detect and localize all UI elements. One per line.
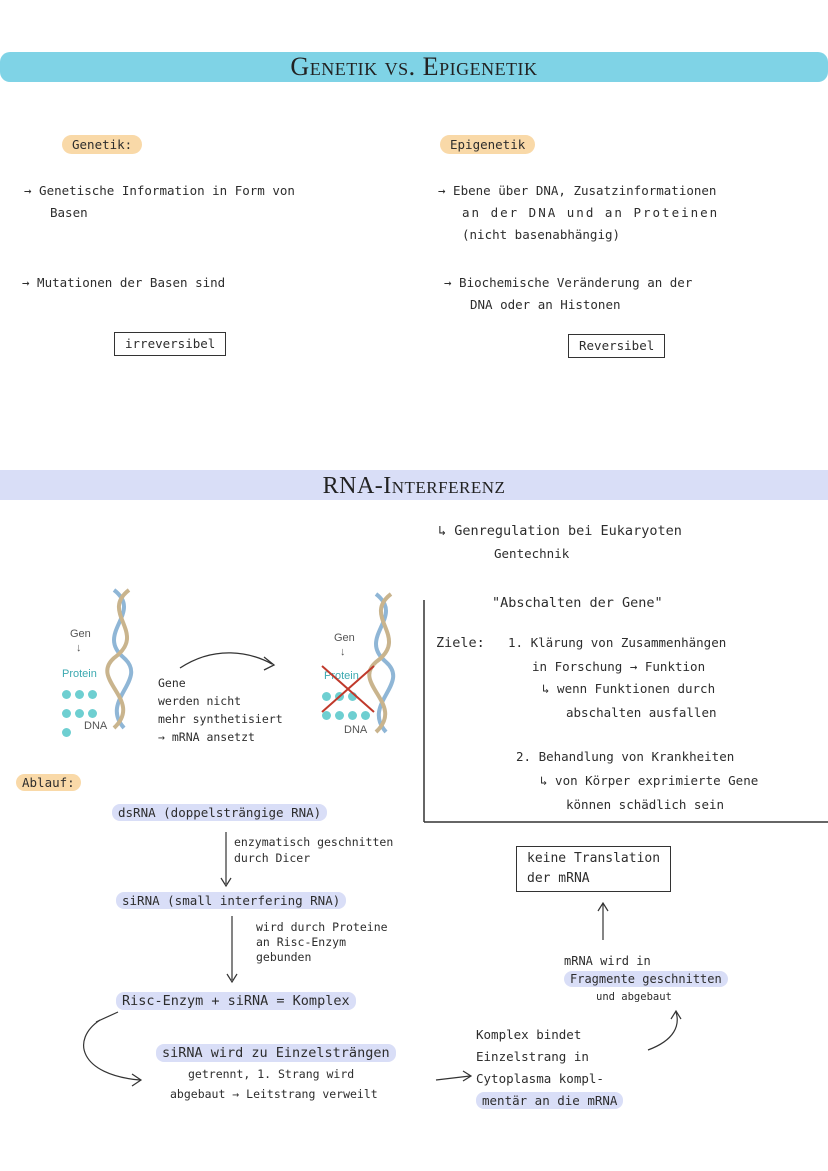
- arrow-down-icon: ↓: [76, 642, 82, 654]
- ziel2-line-c: können schädlich sein: [566, 797, 725, 812]
- step2-note-c: gebunden: [256, 950, 312, 964]
- step-komplex: Risc-Enzym + siRNA = Komplex: [116, 990, 356, 1012]
- step1-note-a: enzymatisch geschnitten: [234, 835, 394, 849]
- step1-note: enzymatisch geschnitten durch Dicer: [234, 834, 393, 866]
- result-box-b: der mRNA: [527, 871, 590, 886]
- step5-line-b: Einzelstrang in: [476, 1049, 589, 1064]
- quote-abschalten: "Abschalten der Gene": [492, 595, 663, 611]
- step5-line-a: Komplex bindet: [476, 1027, 582, 1042]
- ziel2-line-b: ↳ von Körper exprimierte Gene: [540, 773, 759, 788]
- dna-label-1: DNA: [84, 720, 108, 732]
- genetik-line1b: Basen: [50, 205, 88, 220]
- arrow-down-icon: ↓: [340, 646, 346, 658]
- figure-note-c: mehr synthetisiert: [158, 712, 283, 726]
- step4-line-c: abgebaut → Leitstrang verweilt: [170, 1087, 378, 1101]
- step-komplex-bindet: Komplex bindet Einzelstrang in Cytoplasm…: [476, 1024, 624, 1112]
- step2-note-a: wird durch Proteine: [256, 920, 388, 934]
- section-banner-rnai: [0, 470, 828, 500]
- intro-line-a: ↳ Genregulation bei Eukaryoten: [438, 523, 682, 539]
- step-einzelstraenge: siRNA wird zu Einzelsträngen: [156, 1042, 396, 1064]
- protein-dots-1: [60, 684, 110, 741]
- figure-note-d: → mRNA ansetzt: [158, 730, 255, 744]
- section-banner-genetik: [0, 52, 828, 82]
- irreversibel-box: irreversibel: [114, 332, 227, 356]
- ablauf-label: Ablauf:: [16, 772, 81, 794]
- ziel1-line-c: ↳ wenn Funktionen durch: [542, 681, 716, 696]
- protein-label-2: Protein: [324, 670, 359, 682]
- epigenetik-line2b: DNA oder an Histonen: [470, 297, 621, 312]
- step-sirna: siRNA (small interfering RNA): [116, 890, 347, 912]
- cross-icon: [321, 665, 375, 713]
- intro-line-b: Gentechnik: [494, 546, 570, 561]
- figure-note: Gene werden nicht mehr synthetisiert → m…: [158, 674, 283, 746]
- genetik-heading: Genetik:: [62, 134, 143, 156]
- section-title-rnai: RNA-Interferenz: [322, 473, 506, 499]
- ziel1-line-d: abschalten ausfallen: [566, 705, 717, 720]
- figure-gene-silenced: Gen ↓ Protein DNA: [316, 592, 416, 742]
- step5-line-d: mentär an die mRNA: [476, 1090, 624, 1112]
- epigenetik-line1b: an der DNA und an Proteinen: [462, 205, 720, 220]
- step-dsrna: dsRNA (doppelsträngige RNA): [112, 802, 328, 824]
- step6-line-c: und abgebaut: [596, 991, 672, 1003]
- reversibel-box: Reversibel: [568, 334, 666, 358]
- epigenetik-line1a: → Ebene über DNA, Zusatzinformationen: [438, 183, 717, 198]
- figure-note-a: Gene: [158, 676, 186, 690]
- step1-note-b: durch Dicer: [234, 851, 311, 865]
- step5-line-c: Cytoplasma kompl-: [476, 1071, 604, 1086]
- step-mrna-fragmente: mRNA wird in Fragmente geschnitten und a…: [564, 952, 728, 1006]
- figure-gene-active: Gen ↓ Protein DNA: [60, 588, 150, 738]
- ziel2-line-a: 2. Behandlung von Krankheiten: [516, 749, 735, 764]
- ziele-label: Ziele:: [436, 635, 485, 651]
- epigenetik-heading: Epigenetik: [440, 134, 536, 156]
- gen-label-1: Gen: [70, 628, 91, 640]
- step2-note: wird durch Proteine an Risc-Enzym gebund…: [256, 920, 388, 965]
- gen-label-2: Gen: [334, 632, 355, 644]
- dna-helix-icon: [367, 592, 396, 734]
- ziel1-line-b: in Forschung → Funktion: [532, 659, 706, 674]
- dna-label-2: DNA: [344, 724, 368, 736]
- dna-helix-icon: [105, 588, 134, 730]
- step2-note-b: an Risc-Enzym: [256, 935, 347, 949]
- section-title-genetik: Genetik vs. Epigenetik: [290, 52, 538, 81]
- protein-label-1: Protein: [62, 668, 97, 680]
- genetik-line2: → Mutationen der Basen sind: [22, 275, 226, 290]
- step6-line-b: Fragmente geschnitten: [564, 970, 728, 988]
- epigenetik-line1c: (nicht basenabhängig): [462, 227, 621, 242]
- step4-line-b: getrennt, 1. Strang wird: [188, 1067, 355, 1081]
- step6-line-a: mRNA wird in: [564, 954, 651, 968]
- ziel1-line-a: 1. Klärung von Zusammenhängen: [508, 635, 727, 650]
- result-box-a: keine Translation: [527, 851, 661, 866]
- figure-note-b: werden nicht: [158, 694, 242, 708]
- genetik-line1a: → Genetische Information in Form von: [24, 183, 295, 198]
- epigenetik-line2a: → Biochemische Veränderung an der: [444, 275, 693, 290]
- result-box: keine Translation der mRNA: [516, 846, 672, 892]
